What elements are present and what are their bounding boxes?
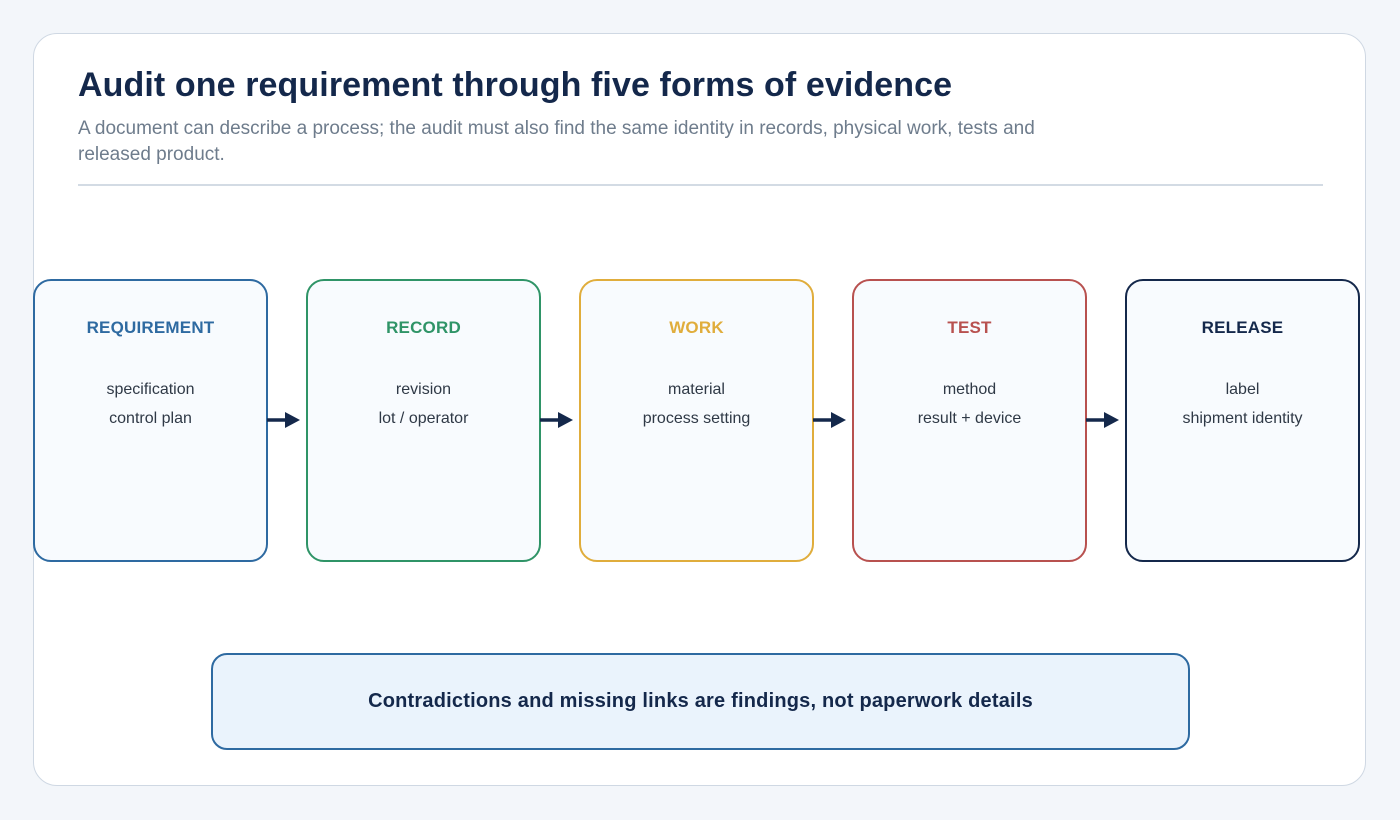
stage-detail: specification [106, 381, 195, 398]
stage-detail: material [668, 381, 725, 398]
stage-release: RELEASE label shipment identity [1125, 279, 1360, 562]
findings-callout: Contradictions and missing links are fin… [211, 653, 1190, 750]
stage-detail: shipment identity [1182, 410, 1303, 427]
stage-record: RECORD revision lot / operator [306, 279, 541, 562]
stage-detail: lot / operator [378, 410, 469, 427]
page-title: Audit one requirement through five forms… [78, 66, 953, 104]
stage-detail: process setting [642, 410, 751, 427]
arrow-right-icon [1086, 412, 1119, 428]
stage-title: RECORD [386, 318, 461, 337]
stage-test: TEST method result + device [852, 279, 1087, 562]
arrow-right-icon [813, 412, 846, 428]
stage-title: REQUIREMENT [86, 318, 215, 337]
stage-detail: label [1225, 381, 1260, 398]
stage-detail: control plan [109, 410, 192, 427]
stage-title: TEST [947, 318, 992, 337]
stage-title: WORK [669, 318, 724, 337]
stage-detail: result + device [917, 410, 1022, 427]
header-divider [78, 184, 1323, 186]
stage-requirement: REQUIREMENT specification control plan [33, 279, 268, 562]
stage-work: WORK material process setting [579, 279, 814, 562]
arrow-right-icon [540, 412, 573, 428]
stage-detail: method [942, 381, 997, 398]
page-subtitle: A document can describe a process; the a… [78, 118, 1035, 165]
stage-title: RELEASE [1201, 318, 1284, 337]
callout-text: Contradictions and missing links are fin… [368, 690, 1033, 712]
stage-detail: revision [395, 381, 452, 398]
arrow-right-icon [267, 412, 300, 428]
